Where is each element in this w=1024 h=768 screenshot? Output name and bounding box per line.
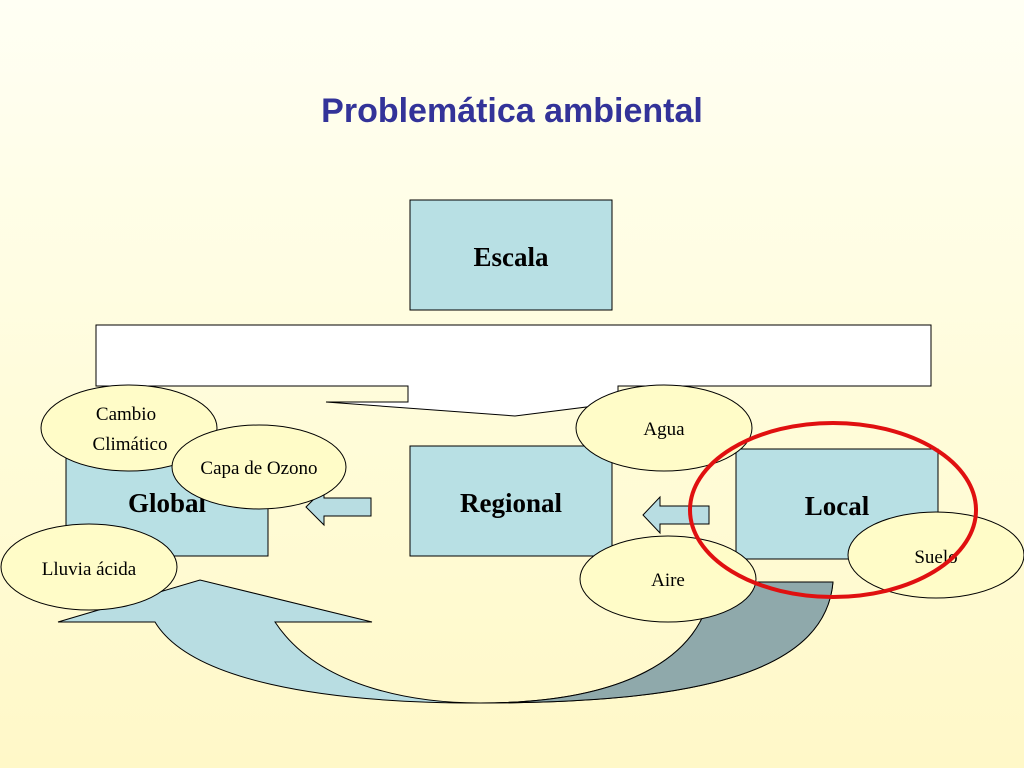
oval-lluvia-acida	[0, 523, 178, 611]
curved-return-arrow	[57, 579, 834, 704]
local-highlight-circle	[688, 421, 978, 599]
curved-arrow-dark-part	[479, 581, 834, 704]
cambio-line1: Cambio	[96, 404, 156, 425]
aire-label: Aire	[651, 570, 685, 591]
regional-box	[409, 445, 613, 557]
page-title: Problemática ambiental	[321, 92, 703, 130]
arrow-local-to-regional	[642, 495, 710, 535]
agua-label: Agua	[643, 419, 685, 440]
local-label: Local	[805, 491, 870, 521]
cambio-line2: Climático	[93, 434, 168, 455]
oval-suelo	[847, 511, 1024, 599]
escala-label: Escala	[473, 242, 549, 272]
oval-capa-de-ozono	[171, 424, 347, 510]
oval-agua	[575, 384, 753, 472]
escala-box	[409, 199, 613, 311]
oval-cambio-climatico	[40, 384, 218, 472]
ozono-label: Capa de Ozono	[200, 458, 317, 479]
regional-label: Regional	[460, 488, 563, 518]
scale-brace-connector	[95, 324, 932, 417]
lluvia-label: Lluvia ácida	[42, 559, 137, 580]
